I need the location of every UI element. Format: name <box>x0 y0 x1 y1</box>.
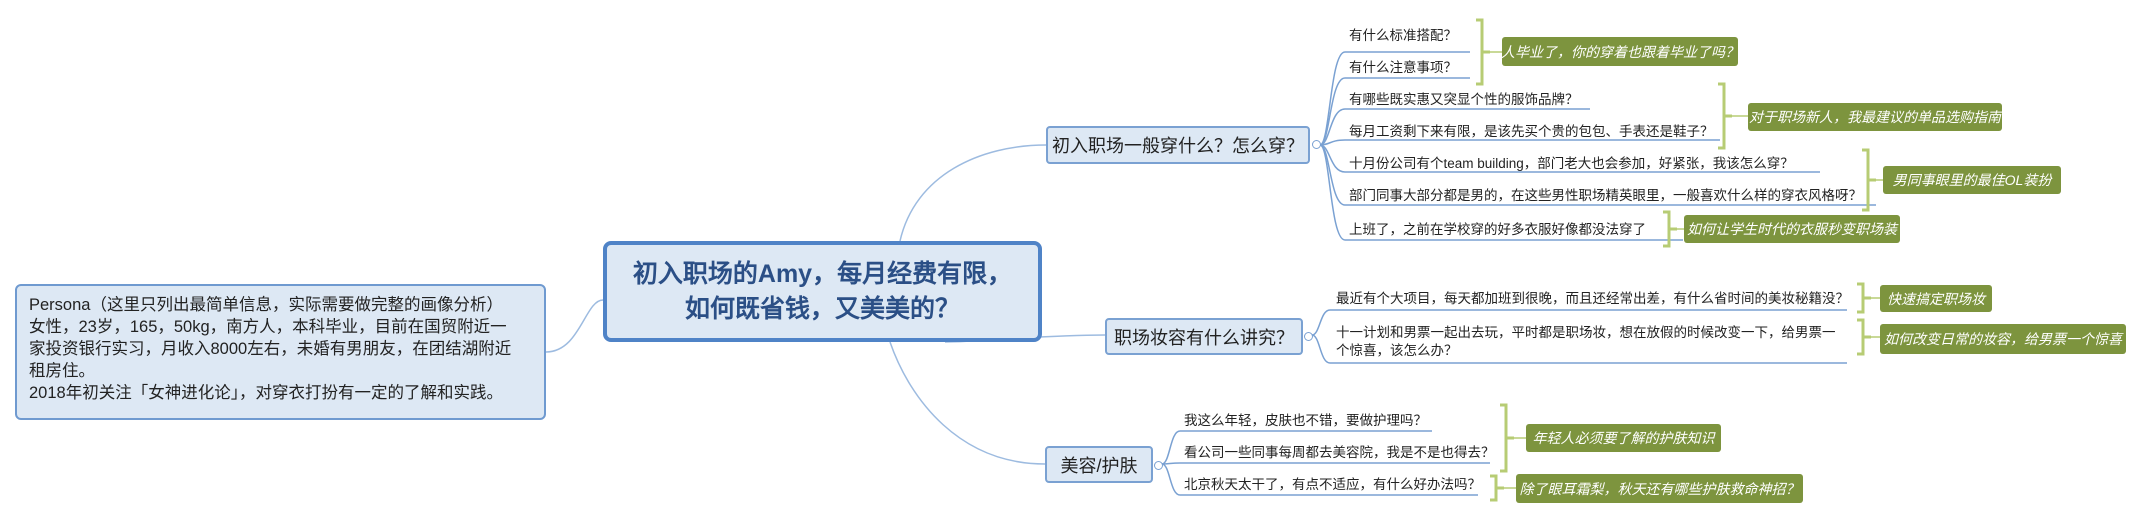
branch-makeup[interactable]: 职场妆容有什么讲究？ <box>1105 318 1303 355</box>
branch-label: 初入职场一般穿什么？怎么穿？ <box>1052 136 1304 156</box>
subtopic[interactable]: 每月工资剩下来有限，是该先买个贵的包包、手表还是鞋子？ <box>1349 124 1714 139</box>
summary-tag[interactable]: 如何让学生时代的衣服秒变职场装 <box>1684 215 1900 243</box>
branch-label: 美容/护肤 <box>1060 455 1138 476</box>
subtopic[interactable]: 有哪些既实惠又突显个性的服饰品牌？ <box>1349 92 1579 107</box>
subtopic[interactable]: 北京秋天太干了，有点不适应，有什么好办法吗？ <box>1184 477 1481 492</box>
central-topic-line: 如何既省钱，又美美的？ <box>684 294 960 323</box>
central-topic-line: 初入职场的Amy，每月经费有限， <box>632 259 1013 288</box>
summary-tag[interactable]: 男同事眼里的最佳OL装扮 <box>1883 166 2061 194</box>
persona-note[interactable]: Persona（这里只列出最简单信息，实际需要做完整的画像分析） 女性，23岁，… <box>15 284 546 420</box>
persona-line: 女性，23岁，165，50kg，南方人，本科毕业，目前在国贸附近一 <box>29 318 507 336</box>
branch-clothing[interactable]: 初入职场一般穿什么？怎么穿？ <box>1046 126 1310 164</box>
subtopic[interactable]: 最近有个大项目，每天都加班到很晚，而且还经常出差，有什么省时间的美妆秘籍没？ <box>1336 291 1849 306</box>
persona-line: 租房住。 <box>29 362 95 380</box>
subtopic[interactable]: 我这么年轻，皮肤也不错，要做护理吗？ <box>1184 413 1427 428</box>
collapse-toggle-icon[interactable] <box>1154 461 1163 470</box>
branch-label: 职场妆容有什么讲究？ <box>1114 327 1294 348</box>
summary-tag[interactable]: 年轻人必须要了解的护肤知识 <box>1526 424 1721 452</box>
summary-tag[interactable]: 除了眼耳霜梨，秋天还有哪些护肤救命神招？ <box>1516 474 1803 503</box>
persona-line: 家投资银行实习，月收入8000左右，未婚有男朋友，在团结湖附近 <box>29 340 512 358</box>
subtopic[interactable]: 部门同事大部分都是男的，在这些男性职场精英眼里，一般喜欢什么样的穿衣风格呀？ <box>1349 188 1862 203</box>
summary-tag[interactable]: 对于职场新人，我最建议的单品选购指南 <box>1748 103 2002 131</box>
subtopic[interactable]: 十月份公司有个team building，部门老大也会参加，好紧张，我该怎么穿？ <box>1349 156 1794 171</box>
persona-line: Persona（这里只列出最简单信息，实际需要做完整的画像分析） <box>29 296 503 314</box>
collapse-toggle-icon[interactable] <box>1312 140 1321 149</box>
subtopic[interactable]: 有什么注意事项？ <box>1349 60 1457 75</box>
subtopic[interactable]: 看公司一些同事每周都去美容院，我是不是也得去？ <box>1184 445 1495 460</box>
subtopic[interactable]: 上班了，之前在学校穿的好多衣服好像都没法穿了 <box>1349 222 1646 237</box>
summary-tag[interactable]: 人毕业了，你的穿着也跟着毕业了吗？ <box>1501 37 1739 66</box>
subtopic[interactable]: 有什么标准搭配？ <box>1349 28 1457 43</box>
subtopic[interactable]: 十一计划和男票一起出去玩，平时都是职场妆，想在放假的时候改变一下，给男票一个惊喜… <box>1336 325 1836 358</box>
summary-tag[interactable]: 快速搞定职场妆 <box>1880 285 1992 312</box>
summary-tag[interactable]: 如何改变日常的妆容，给男票一个惊喜 <box>1880 324 2126 354</box>
collapse-toggle-icon[interactable] <box>1304 332 1313 341</box>
central-topic[interactable]: 初入职场的Amy，每月经费有限， 如何既省钱，又美美的？ <box>603 241 1042 342</box>
persona-line: 2018年初关注「女神进化论」，对穿衣打扮有一定的了解和实践。 <box>29 384 503 402</box>
branch-skincare[interactable]: 美容/护肤 <box>1045 446 1153 483</box>
